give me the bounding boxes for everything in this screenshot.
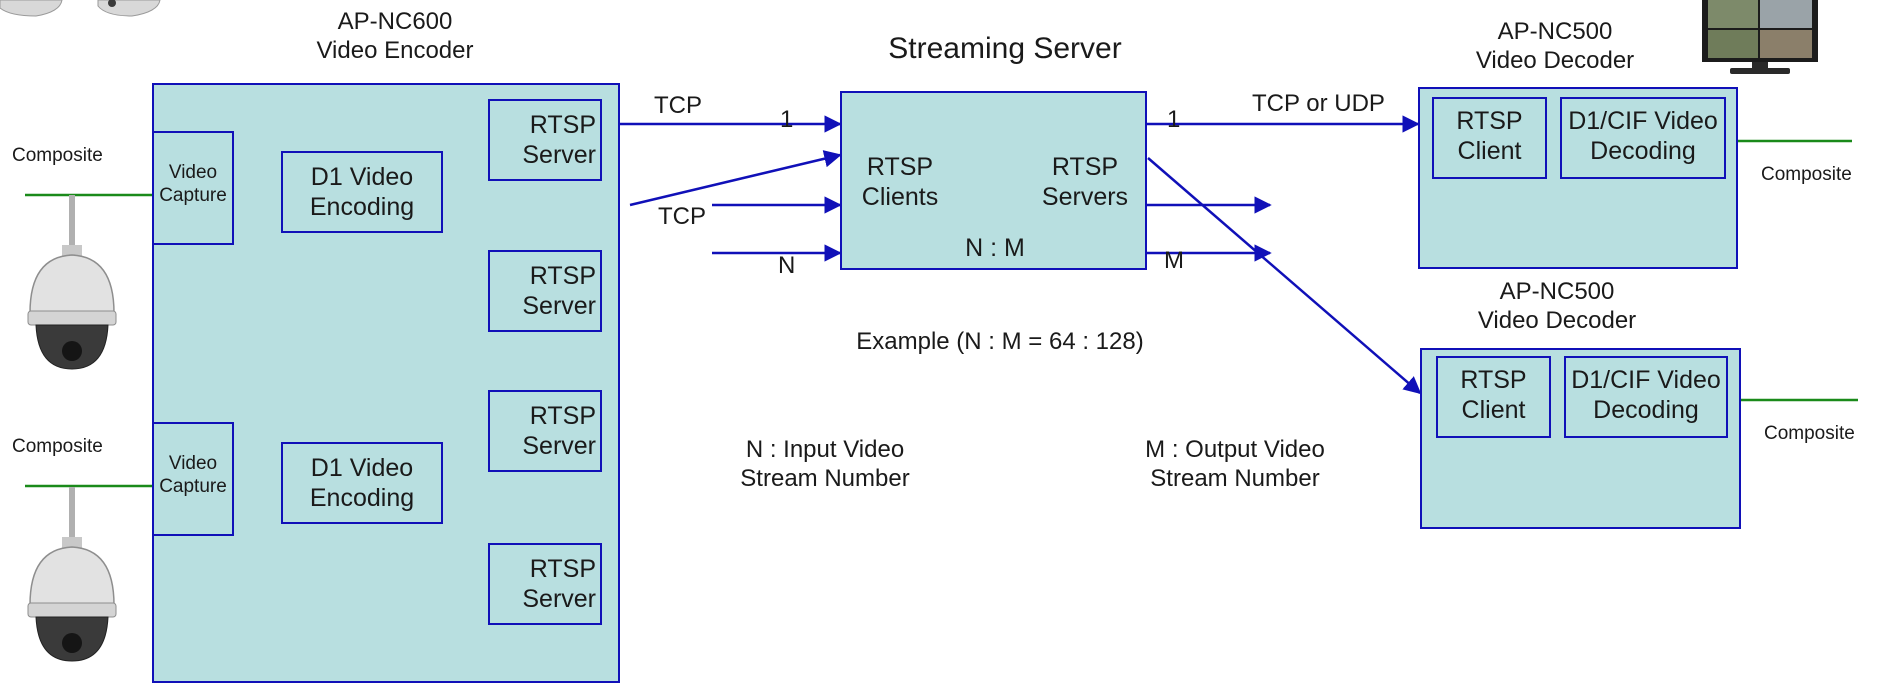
streaming-server-box [840,91,1147,270]
video-decoding-box [1564,356,1728,438]
tcp-stream-arrow [629,150,842,207]
video-capture-box [152,131,234,245]
composite-input-label: Composite [12,145,103,166]
example-note: Example (N : M = 64 : 128) [856,328,1144,355]
d1-video-encoding-label: D1 Video Encoding [309,454,415,512]
rtsp-server-box [488,543,602,625]
composite-output-label: Composite [1761,164,1852,185]
video-capture-label: Video Capture [159,162,227,206]
input-index-label: 1 [780,106,794,133]
rtsp-client-label: RTSP Client [1456,107,1523,165]
video-decoding-label: D1/CIF Video Decoding [1571,366,1721,424]
output-stream-note: M : Output Video Stream Number [1145,436,1325,492]
tcp-label: TCP [654,92,702,119]
encoder-model: AP-NC600 [337,8,453,35]
composite-output-label: Composite [1764,423,1855,444]
d1-video-encoding-label: D1 Video Encoding [309,163,415,221]
video-capture-box [152,422,234,536]
video-decoding-box [1560,97,1726,179]
decoder-title: AP-NC500 Video Decoder [1475,18,1635,74]
rtsp-server-label: RTSP Server [522,555,596,613]
input-count-label: N [778,252,796,279]
rtsp-server-box [488,99,602,181]
video-decoding-label: D1/CIF Video Decoding [1568,107,1718,165]
rtsp-server-label: RTSP Server [522,402,596,460]
streaming-server-title: Streaming Server [888,32,1122,65]
d1-video-encoding-box [281,442,443,524]
rtsp-client-box [1436,356,1551,438]
ptz-dome-camera-icon [27,195,117,370]
ptz-dome-camera-icon [27,487,117,662]
output-index-label: 1 [1167,106,1181,133]
composite-input-label: Composite [12,436,103,457]
rtsp-server-label: RTSP Server [522,111,596,169]
ptz-dome-camera-icon [0,0,161,17]
rtsp-servers-label: RTSP Servers [1041,153,1129,211]
video-capture-label: Video Capture [159,453,227,497]
rtsp-client-label: RTSP Client [1460,366,1527,424]
rtsp-clients-label: RTSP Clients [861,153,939,211]
rtsp-client-box [1432,97,1547,179]
tv-monitor-icon [1702,0,1818,74]
rtsp-server-box [488,390,602,472]
output-stream-arrow [1147,157,1422,395]
tcp-or-udp-label: TCP or UDP [1252,90,1385,117]
encoder-title: AP-NC600 Video Encoder [300,8,490,66]
ratio-label: N : M [965,234,1025,262]
d1-video-encoding-box [281,151,443,233]
output-count-label: M [1164,247,1184,274]
tcp-label: TCP [658,203,706,230]
decoder-title: AP-NC500 Video Decoder [1477,278,1637,334]
rtsp-server-box [488,250,602,332]
encoder-type: Video Encoder [316,36,474,64]
rtsp-server-label: RTSP Server [522,262,596,320]
input-stream-note: N : Input Video Stream Number [740,436,910,492]
